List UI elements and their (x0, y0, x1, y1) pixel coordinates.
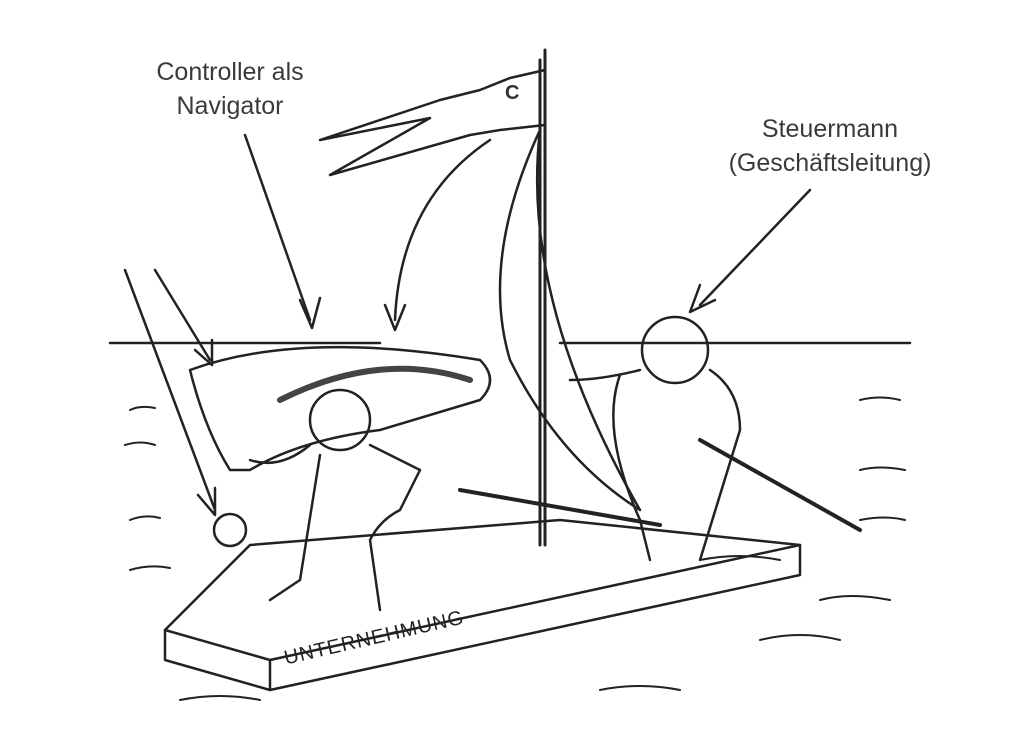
flag-letter: C (505, 82, 520, 104)
label-controller: Controller als Navigator (115, 55, 345, 123)
navigation-chart (188, 345, 492, 472)
label-steuermann-line1: Steuermann (761, 115, 899, 143)
label-controller-line1: Controller als (156, 58, 304, 86)
label-steuermann: Steuermann (Geschäftsleitung) (690, 112, 970, 180)
navigator-figure (248, 388, 422, 612)
raft (163, 518, 802, 692)
sail (498, 128, 642, 512)
globe (212, 512, 248, 548)
label-steuermann-line2: (Geschäftsleitung) (728, 149, 932, 177)
flag (318, 68, 547, 177)
label-controller-line2: Navigator (176, 92, 284, 120)
oar (458, 488, 662, 527)
arrows (123, 133, 812, 517)
steersman-figure (458, 315, 862, 562)
tiller (698, 438, 862, 532)
water-strokes (124, 396, 906, 701)
